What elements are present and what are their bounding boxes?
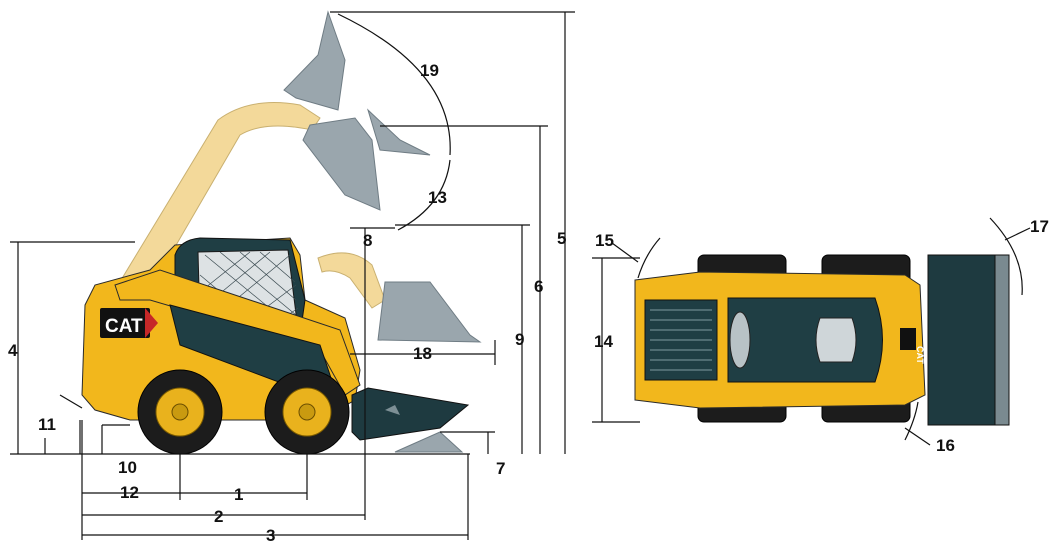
dimension-label-6: 6 xyxy=(534,277,543,296)
rear-wheel xyxy=(137,369,223,455)
bucket-lowered xyxy=(351,387,470,441)
dimension-label-10: 10 xyxy=(118,458,137,477)
dimension-label-8: 8 xyxy=(363,231,372,250)
dimension-label-5: 5 xyxy=(557,229,566,248)
dimension-label-18: 18 xyxy=(413,344,432,363)
dimension-label-11: 11 xyxy=(38,415,56,434)
front-wheel xyxy=(264,369,350,455)
dimension-label-15: 15 xyxy=(595,231,614,250)
dimension-label-7: 7 xyxy=(496,459,505,478)
dimension-label-4: 4 xyxy=(8,341,18,360)
svg-text:CAT: CAT xyxy=(105,316,143,337)
raised-arm-ghost xyxy=(117,102,386,309)
dimension-label-13: 13 xyxy=(428,188,447,207)
vertical-dimensions xyxy=(10,11,575,454)
dimension-label-16: 16 xyxy=(936,436,955,455)
dimension-label-3: 3 xyxy=(266,526,275,542)
dimension-label-12: 12 xyxy=(120,483,139,502)
bucket-top xyxy=(927,254,999,426)
horizontal-dimensions xyxy=(81,227,496,540)
skid-steer-side: CAT xyxy=(81,237,470,455)
dimension-label-1: 1 xyxy=(234,485,243,504)
dimension-label-17: 17 xyxy=(1030,217,1049,236)
dimension-label-19: 19 xyxy=(420,61,439,80)
bucket-ghost-top xyxy=(283,10,482,453)
dimension-label-2: 2 xyxy=(214,507,223,526)
side-view: CAT xyxy=(8,10,575,542)
dimension-label-14: 14 xyxy=(594,332,613,351)
dimension-label-9: 9 xyxy=(515,330,524,349)
svg-text:CAT: CAT xyxy=(915,346,925,364)
top-view: CAT 14 15 16 17 xyxy=(592,217,1049,455)
cat-logo-side: CAT xyxy=(100,308,158,338)
cat-logo-top: CAT xyxy=(900,328,925,364)
side-view-labels: 1 2 3 4 5 6 7 8 9 10 11 12 13 18 19 xyxy=(8,61,566,542)
